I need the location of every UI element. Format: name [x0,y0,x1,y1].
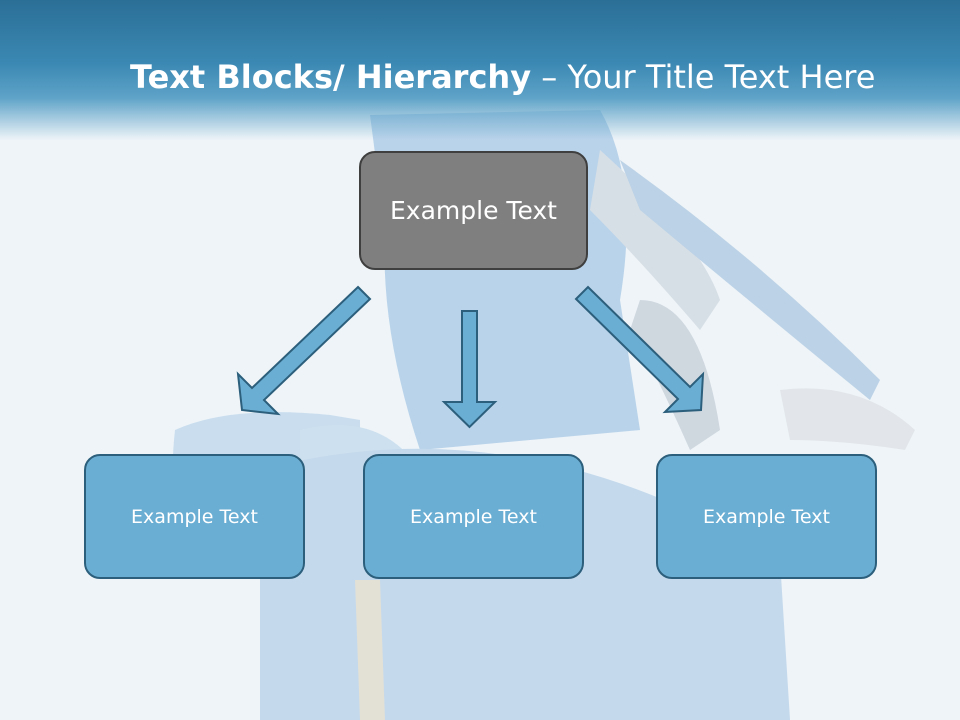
child-text-block-2[interactable]: Example Text [363,454,584,579]
arrow-center [441,310,498,429]
child-text-block-3[interactable]: Example Text [656,454,877,579]
arrow-left [236,285,372,416]
root-text-label: Example Text [390,196,557,225]
slide-title: Text Blocks/ Hierarchy – Your Title Text… [130,52,950,102]
child-text-label-1: Example Text [131,505,258,528]
title-bar [0,0,960,140]
title-bold-part: Text Blocks/ Hierarchy [130,58,532,96]
child-text-block-1[interactable]: Example Text [84,454,305,579]
arrow-right [574,285,705,414]
root-text-block[interactable]: Example Text [359,151,588,270]
title-regular-part: Your Title Text Here [567,58,876,96]
child-text-label-3: Example Text [703,505,830,528]
title-separator: – [531,58,568,96]
child-text-label-2: Example Text [410,505,537,528]
